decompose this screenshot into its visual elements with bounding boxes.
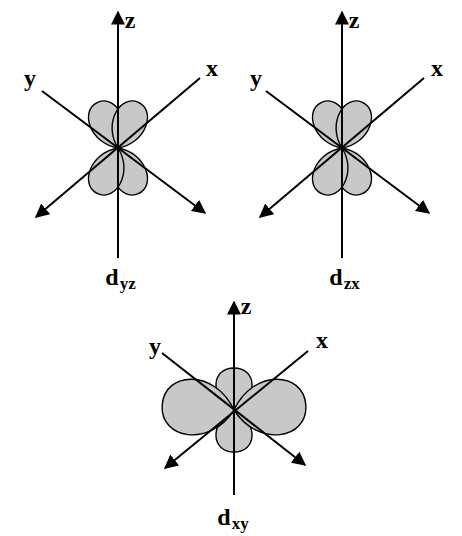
axis-label: z <box>349 8 360 32</box>
orbital-subscript: zx <box>344 275 360 292</box>
orbital-subscript: xy <box>232 515 249 532</box>
axis-label: y <box>24 66 36 90</box>
axis-label: x <box>206 56 218 80</box>
orbital-name: d <box>105 265 118 289</box>
orbital-name: d <box>329 265 342 289</box>
axis-label: x <box>431 56 443 80</box>
orbital-subscript: yz <box>120 275 136 292</box>
axes <box>36 12 429 495</box>
axis-label: z <box>125 8 136 32</box>
axis-label: y <box>250 66 262 90</box>
axis-label: z <box>241 294 252 318</box>
axis-label: x <box>316 328 328 352</box>
orbital-name: d <box>217 505 230 529</box>
axis-label: y <box>149 334 161 358</box>
